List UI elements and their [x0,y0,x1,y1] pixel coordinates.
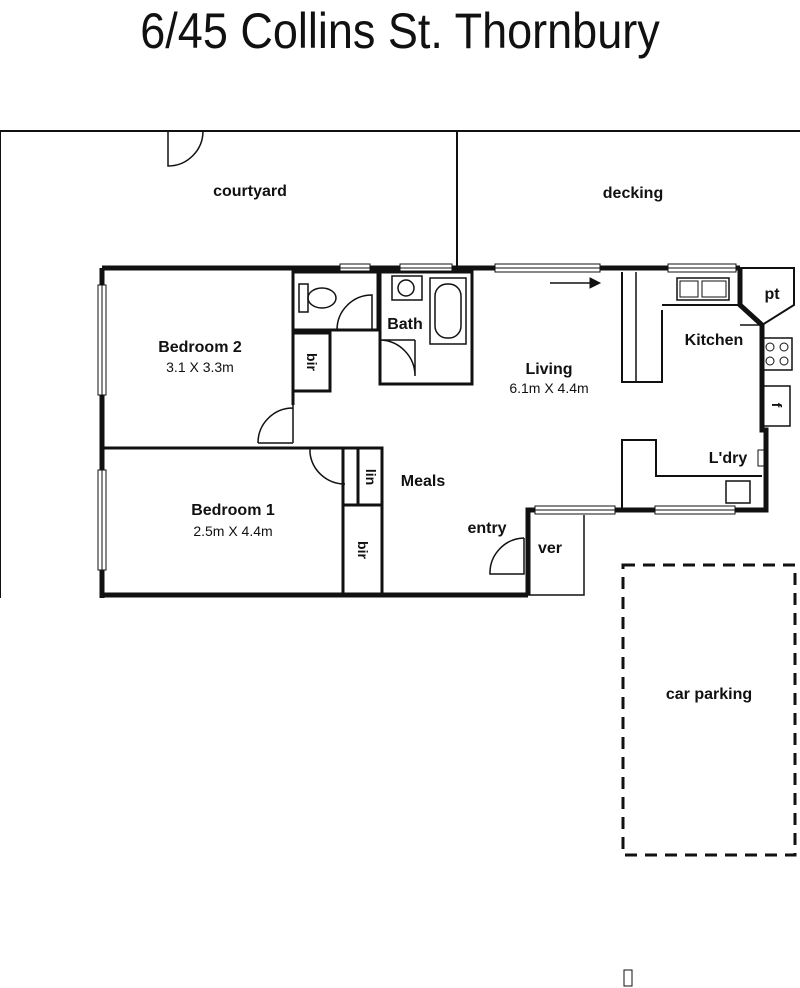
sliding-direction-arrowhead [589,277,602,289]
door-toilet [336,294,373,331]
laundry-trough [725,480,751,504]
door-entry [489,537,525,575]
label-bedroom2: Bedroom 2 [158,339,242,356]
door-bath [379,339,416,377]
label-decking: decking [603,185,663,202]
window-laundry [654,505,736,515]
label-pantry: pt [764,286,780,303]
window-entry [534,505,616,515]
cooktop [761,337,793,371]
stair-vent [623,969,633,987]
verandah-outline [528,515,585,596]
label-bath: Bath [387,316,423,333]
kitchen-bench-island [621,272,663,383]
label-bedroom2-dim: 3.1 X 3.3m [166,359,234,375]
toilet-room [291,270,380,332]
label-bedroom1: Bedroom 1 [191,502,275,519]
label-courtyard: courtyard [213,183,287,200]
cooktop-burner-2 [779,342,789,352]
label-living-dim: 6.1m X 4.4m [509,380,588,396]
sliding-door-living [494,263,601,273]
label-linen: lin [363,469,379,485]
cooktop-burner-1 [765,342,775,352]
label-bir-bedroom2: bir [304,353,320,371]
label-car-parking: car parking [666,686,752,703]
bathtub [429,277,467,345]
toilet-bowl [307,287,337,309]
kitchen-sink-bowl2 [701,280,727,298]
door-bedroom1 [309,447,346,485]
label-verandah: ver [538,540,562,557]
bir-bedroom2 [291,331,332,393]
label-fridge: f [769,403,785,408]
laundry-walls [621,439,762,510]
kitchen-sink-bowl1 [679,280,699,298]
door-courtyard-gate [167,130,204,167]
pantry-outline [740,267,795,326]
kitchen-bench-north [662,304,763,326]
label-entry: entry [467,520,506,537]
car-parking-outline [621,563,797,857]
plan-title: 6/45 Collins St. Thornbury [140,3,660,59]
toilet-cistern [298,283,309,313]
label-bir-bedroom1: bir [355,541,371,559]
fridge-space [761,385,791,427]
label-kitchen: Kitchen [685,332,744,349]
window-kitchen [667,263,737,273]
basin-bowl [397,279,415,297]
label-laundry: L'dry [709,450,748,467]
window-bedroom1 [97,469,107,571]
exterior-wall-east [525,268,769,595]
label-bedroom1-dim: 2.5m X 4.4m [193,523,272,539]
label-living: Living [525,361,572,378]
bathroom [378,270,474,386]
label-meals: Meals [401,473,446,490]
bathtub-inner [434,283,462,339]
basin [391,275,423,301]
bir-bedroom1 [341,503,384,597]
cooktop-burner-4 [779,356,789,366]
laundry-vent [757,449,767,467]
door-bedroom2 [257,405,294,444]
cooktop-burner-3 [765,356,775,366]
courtyard-fence [0,130,457,598]
kitchen-sink [676,277,730,301]
window-bedroom2 [97,284,107,396]
